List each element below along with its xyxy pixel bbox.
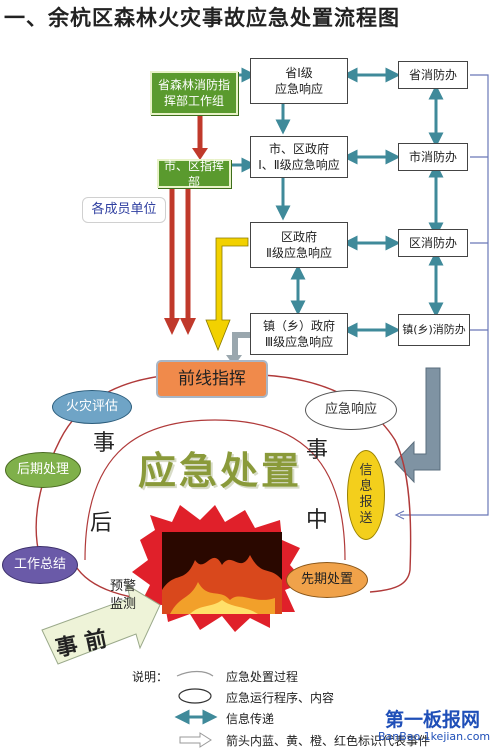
node-early-warning: 预警 监测: [110, 579, 137, 612]
node-aftermath: 后期处理: [5, 452, 81, 488]
teal-horizontal-arrows: [231, 67, 401, 338]
office-city: 市消防办: [398, 143, 468, 171]
node-fire-assessment: 火灾评估: [52, 390, 132, 424]
legend-item-process: 应急处置过程: [226, 670, 299, 684]
yellow-arrow: [205, 237, 249, 352]
phase-during-2: 中: [306, 508, 329, 533]
fire-image: [132, 505, 305, 632]
legend-glyphs: [174, 670, 218, 748]
office-provincial: 省消防办: [398, 61, 468, 89]
phase-after-1: 事: [93, 431, 116, 456]
node-initial-disposal: 先期处置: [286, 562, 368, 598]
response-box-city-district: 市、区政府 Ⅰ、Ⅱ级应急响应: [250, 136, 348, 178]
before-arrow: [41, 583, 161, 665]
page-title: 一、余杭区森林火灾事故应急处置流程图: [4, 6, 400, 30]
node-info-report: 信 息 报 送: [347, 450, 385, 540]
watermark-logo: 第一板报网: [385, 709, 481, 731]
response-box-provincial: 省Ⅰ级 应急响应: [250, 58, 348, 104]
legend-item-procedure: 应急运行程序、内容: [226, 691, 335, 705]
teal-vertical-arrows: [275, 84, 444, 318]
legend-title: 说明：: [132, 670, 169, 684]
provincial-command-box: 省森林消防指 挥部工作组: [150, 71, 238, 115]
office-district: 区消防办: [398, 229, 468, 257]
member-units-label: 各成员单位: [82, 197, 166, 223]
legend-item-info: 信息传递: [226, 712, 275, 726]
info-big-arrow: [394, 367, 441, 484]
watermark-url: BanBao.1kejian.com: [378, 730, 491, 743]
city-district-command-box: 市、区指挥部: [157, 159, 231, 189]
front-command-box: 前线指挥: [156, 360, 268, 398]
inner-arch: [84, 419, 346, 561]
phase-after-2: 后: [90, 511, 113, 536]
office-township: 镇(乡)消防办: [398, 314, 470, 346]
phase-during-1: 事: [306, 438, 329, 463]
response-box-district: 区政府 Ⅱ级应急响应: [250, 222, 348, 268]
node-work-summary: 工作总结: [2, 546, 78, 584]
center-title: 应急处置: [138, 449, 303, 493]
response-box-township: 镇（乡）政府 Ⅲ级应急响应: [250, 313, 348, 355]
legend-item-arrow-colors: 箭头内蓝、黄、橙、红色标识代表事件: [226, 734, 431, 748]
red-command-arrows: [164, 115, 208, 335]
node-emergency-response: 应急响应: [305, 390, 397, 430]
